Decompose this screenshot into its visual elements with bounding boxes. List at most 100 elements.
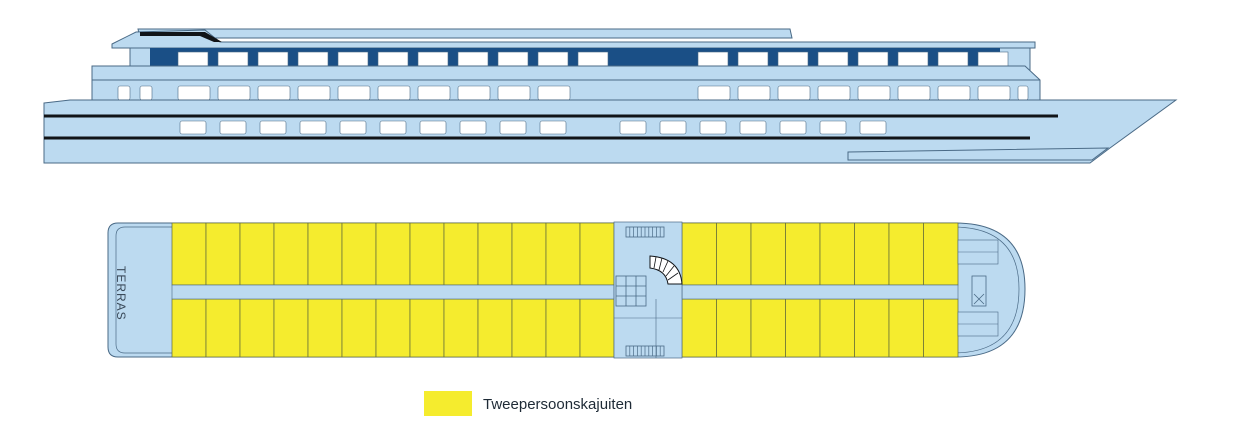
middle-window — [777, 85, 811, 101]
hull-porthole — [619, 120, 647, 135]
double-cabin — [545, 222, 581, 286]
upper-window — [737, 51, 769, 67]
corridor-aft — [171, 284, 615, 300]
upper-windows — [177, 51, 1009, 67]
double-cabin — [273, 222, 309, 286]
middle-window — [117, 85, 131, 101]
middle-window — [257, 85, 291, 101]
corridor-fwd — [681, 284, 959, 300]
double-cabin — [750, 222, 786, 286]
spiral-stair — [649, 255, 683, 285]
middle-windows — [117, 85, 1029, 101]
hull-porthole — [379, 120, 407, 135]
elevator-grid — [615, 275, 647, 307]
bow-line — [847, 147, 1110, 161]
terrace-area — [132, 228, 172, 352]
double-cabin — [819, 298, 855, 358]
middle-window — [817, 85, 851, 101]
double-cabin — [239, 298, 275, 358]
hull-porthole — [339, 120, 367, 135]
double-cabin — [409, 222, 445, 286]
bow-area — [957, 239, 999, 337]
double-cabin — [307, 222, 343, 286]
double-cabin — [716, 298, 752, 358]
hull — [43, 99, 1178, 164]
middle-window — [457, 85, 491, 101]
middle-window — [897, 85, 931, 101]
deck-plan: TERRAS — [107, 221, 1026, 359]
upper-window — [697, 51, 729, 67]
upper-window — [457, 51, 489, 67]
double-cabin — [854, 298, 890, 358]
stairs-top-steps — [629, 227, 661, 237]
deck-inner-outline — [115, 226, 1020, 354]
double-cabin — [819, 222, 855, 286]
hull-portholes — [179, 120, 887, 135]
double-cabin — [443, 222, 479, 286]
staircase-area — [613, 221, 683, 359]
double-cabin — [171, 222, 207, 286]
upper-window — [937, 51, 969, 67]
hull-porthole — [219, 120, 247, 135]
upper-window — [337, 51, 369, 67]
hull-porthole — [419, 120, 447, 135]
middle-window — [857, 85, 891, 101]
upper-window — [497, 51, 529, 67]
double-cabin — [341, 222, 377, 286]
middle-window — [737, 85, 771, 101]
upper-window — [297, 51, 329, 67]
upper-window — [177, 51, 209, 67]
upper-window — [537, 51, 569, 67]
double-cabin — [171, 298, 207, 358]
wheelhouse-desk — [971, 275, 987, 307]
double-cabin — [341, 298, 377, 358]
ship-side-view — [43, 28, 1178, 164]
double-cabin — [375, 222, 411, 286]
legend-swatch-double-cabin — [424, 391, 472, 416]
legend: Tweepersoonskajuiten — [424, 391, 632, 416]
hull-porthole — [739, 120, 767, 135]
middle-window — [177, 85, 211, 101]
hull-porthole — [819, 120, 847, 135]
upper-window — [217, 51, 249, 67]
hull-porthole — [779, 120, 807, 135]
double-cabin — [409, 298, 445, 358]
lobby — [613, 221, 683, 359]
hull-porthole — [299, 120, 327, 135]
upper-window — [977, 51, 1009, 67]
middle-window — [377, 85, 411, 101]
hull-porthole — [499, 120, 527, 135]
middle-window — [697, 85, 731, 101]
hull-porthole — [659, 120, 687, 135]
upper-window — [817, 51, 849, 67]
middle-window — [497, 85, 531, 101]
hull-porthole — [859, 120, 887, 135]
middle-window — [297, 85, 331, 101]
double-cabin — [205, 222, 241, 286]
upper-window — [777, 51, 809, 67]
stairs-bottom-steps — [629, 346, 661, 356]
hull-porthole — [539, 120, 567, 135]
terrace-label: TERRAS — [114, 266, 128, 321]
double-cabin — [716, 222, 752, 286]
double-cabin — [888, 298, 924, 358]
hull-porthole — [259, 120, 287, 135]
upper-window — [897, 51, 929, 67]
upper-window — [857, 51, 889, 67]
roof-stripe — [140, 32, 222, 42]
middle-window — [217, 85, 251, 101]
double-cabin — [375, 298, 411, 358]
double-cabin — [681, 298, 717, 358]
double-cabin — [579, 298, 615, 358]
double-cabin — [477, 222, 513, 286]
double-cabin — [785, 222, 821, 286]
double-cabin — [923, 298, 959, 358]
double-cabin — [273, 298, 309, 358]
middle-window — [139, 85, 153, 101]
hull-porthole — [459, 120, 487, 135]
hull-porthole — [699, 120, 727, 135]
wheel-icon — [973, 293, 985, 305]
double-cabin — [681, 222, 717, 286]
double-cabin — [888, 222, 924, 286]
